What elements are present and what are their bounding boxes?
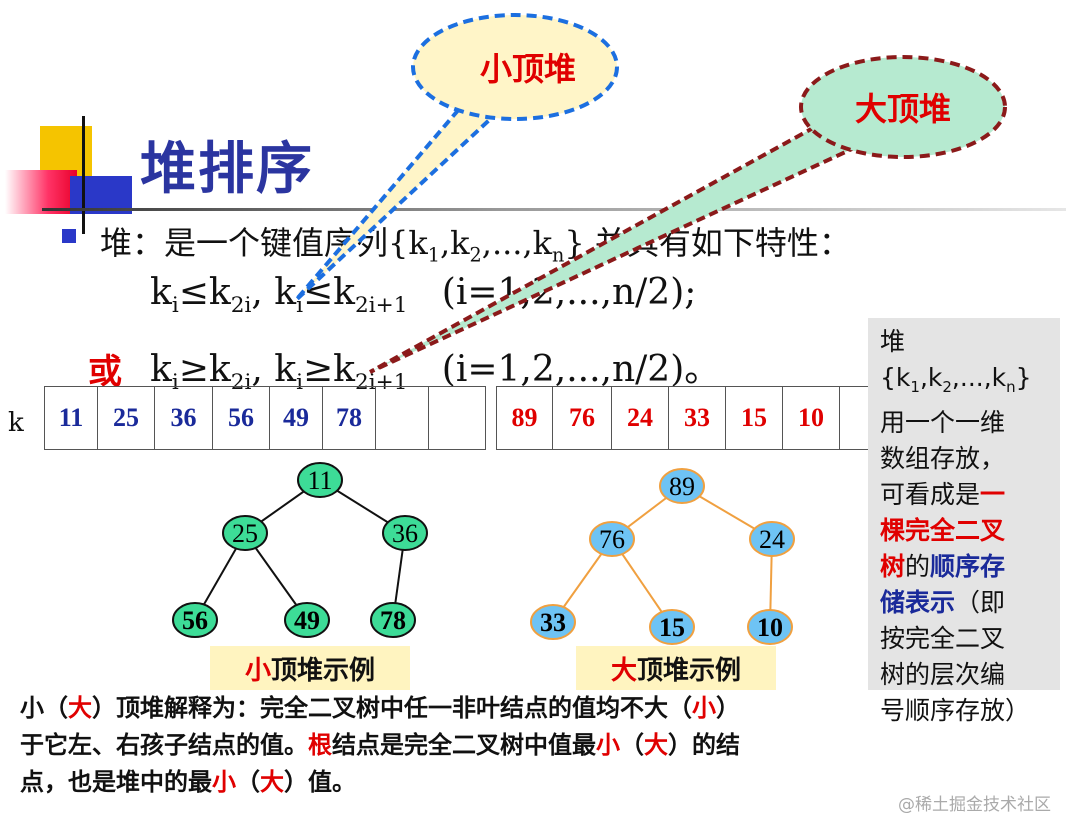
side-note: 堆{k1,k2,...,kn} 用一个一维 数组存放， 可看成是一 棵完全二叉 … xyxy=(880,327,1032,725)
array-label: k xyxy=(8,408,24,438)
svg-text:89: 89 xyxy=(669,472,695,501)
min-array-cell: 11 xyxy=(45,387,98,449)
max-array-cell: 89 xyxy=(497,387,553,449)
min-array-cell: 49 xyxy=(270,387,323,449)
min-heap-bubble xyxy=(411,13,619,121)
min-tree-node: 56 xyxy=(172,602,218,638)
min-tree-edges xyxy=(194,479,406,621)
svg-text:56: 56 xyxy=(182,606,208,635)
max-tree-node: 76 xyxy=(589,521,635,557)
slide-title: 堆排序 xyxy=(140,137,314,202)
max-tree-node: 33 xyxy=(530,604,576,640)
min-tree-node: 78 xyxy=(370,602,416,638)
min-tree-node: 11 xyxy=(297,462,343,498)
max-array-cell: 24 xyxy=(612,387,669,449)
min-array-cell: 36 xyxy=(155,387,213,449)
title-underline xyxy=(42,208,1066,211)
svg-text:49: 49 xyxy=(294,606,320,635)
or-label: 或 xyxy=(88,352,122,392)
max-array-cell: 33 xyxy=(669,387,726,449)
svg-text:11: 11 xyxy=(307,466,332,495)
max-heap-caption: 大顶堆示例 xyxy=(576,646,776,690)
side-note-box xyxy=(868,318,1060,690)
svg-text:78: 78 xyxy=(380,606,406,635)
max-array-cell: 15 xyxy=(726,387,783,449)
svg-text:10: 10 xyxy=(757,613,783,642)
max-heap-condition: ki≥k2i, ki≥k2i+1 (i=1,2,...,n/2)。 xyxy=(150,349,721,396)
title-decoration-blue xyxy=(70,176,132,214)
max-tree-node: 15 xyxy=(649,609,695,645)
max-tree-node: 10 xyxy=(747,609,793,645)
max-heap-bubble xyxy=(799,55,1007,159)
explanation-line-3: 点，也是堆中的最小（大）值。 xyxy=(20,768,356,796)
min-heap-pointer xyxy=(294,105,505,302)
svg-text:76: 76 xyxy=(599,525,625,554)
svg-text:36: 36 xyxy=(392,519,418,548)
max-heap-bubble-label: 大顶堆 xyxy=(855,90,951,128)
min-tree-node: 25 xyxy=(222,515,268,551)
min-heap-bubble-label: 小顶堆 xyxy=(480,50,576,88)
min-heap-condition: ki≤k2i, ki≤k2i+1 (i=1,2,...,n/2); xyxy=(150,272,697,319)
min-array-cell xyxy=(376,387,429,449)
watermark: @稀土掘金技术社区 xyxy=(898,795,1051,815)
svg-text:25: 25 xyxy=(232,519,258,548)
explanation-line-2: 于它左、右孩子结点的值。根结点是完全二叉树中值最小（大）的结 xyxy=(20,731,740,759)
explanation-line-1: 小（大）顶堆解释为：完全二叉树中任一非叶结点的值均不大（小） xyxy=(20,694,740,722)
max-tree-edges xyxy=(552,485,773,628)
svg-text:33: 33 xyxy=(540,608,566,637)
svg-text:15: 15 xyxy=(659,613,685,642)
bullet-icon xyxy=(62,229,76,243)
min-tree-node: 36 xyxy=(382,515,428,551)
title-decoration-vline xyxy=(82,116,85,234)
min-array-cell: 25 xyxy=(98,387,155,449)
max-array-cell: 76 xyxy=(553,387,612,449)
max-tree-node: 89 xyxy=(659,468,705,504)
min-array-cell: 78 xyxy=(323,387,376,449)
max-tree-node: 24 xyxy=(749,521,795,557)
svg-text:24: 24 xyxy=(759,525,785,554)
max-heap-array: 89 76 24 33 15 10 xyxy=(496,386,912,450)
min-tree-node: 49 xyxy=(284,602,330,638)
max-array-cell: 10 xyxy=(783,387,840,449)
min-array-cell: 56 xyxy=(213,387,270,449)
min-heap-caption: 小顶堆示例 xyxy=(210,646,410,690)
title-decoration-red xyxy=(5,170,77,214)
min-heap-array: 11 25 36 56 49 78 xyxy=(44,386,486,450)
